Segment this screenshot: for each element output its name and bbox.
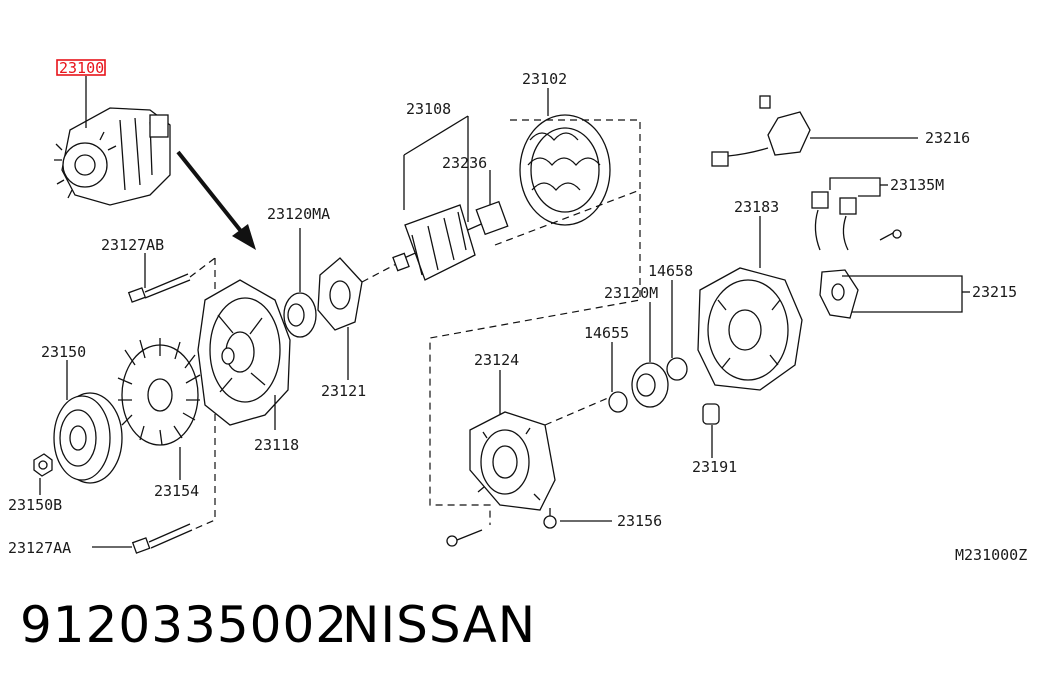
label-23135M[interactable]: 23135M: [890, 176, 944, 194]
label-23215[interactable]: 23215: [972, 283, 1017, 301]
alternator-assembly[interactable]: [54, 107, 171, 206]
label-14658[interactable]: 14658: [648, 262, 693, 280]
brand-name: NISSAN: [342, 596, 537, 654]
label-23183[interactable]: 23183: [734, 198, 779, 216]
label-23150B[interactable]: 23150B: [8, 496, 62, 514]
label-23121[interactable]: 23121: [321, 382, 366, 400]
retainer-plate-23121[interactable]: [317, 257, 363, 331]
figure-code: M231000Z: [955, 546, 1027, 564]
label-23127AA[interactable]: 23127AA: [8, 539, 71, 557]
bearing-23120M[interactable]: [631, 362, 669, 408]
rectifier-23124[interactable]: [469, 411, 556, 511]
label-14655[interactable]: 14655: [584, 324, 629, 342]
explode-arrowhead: [232, 224, 256, 250]
cap-14658[interactable]: [666, 357, 688, 381]
label-23124[interactable]: 23124: [474, 351, 519, 369]
label-23191[interactable]: 23191: [692, 458, 737, 476]
label-23154[interactable]: 23154: [154, 482, 199, 500]
part-number: 9120335002: [20, 596, 349, 654]
screw-23156[interactable]: [543, 508, 557, 529]
label-23118[interactable]: 23118: [254, 436, 299, 454]
bushing-23191[interactable]: [702, 403, 720, 425]
label-23102[interactable]: 23102: [522, 70, 567, 88]
through-bolt-23127AB[interactable]: [127, 257, 216, 303]
label-23120MA[interactable]: 23120MA: [267, 205, 330, 223]
screw-rectifier[interactable]: [446, 529, 483, 547]
brushes-23135M[interactable]: [811, 191, 857, 251]
bearing-23120MA[interactable]: [283, 292, 317, 338]
label-23150[interactable]: 23150: [41, 343, 86, 361]
explode-arrow: [176, 150, 250, 242]
nut-23150B[interactable]: [33, 453, 53, 477]
regulator-23215[interactable]: [819, 229, 902, 319]
label-23120M[interactable]: 23120M: [604, 284, 658, 302]
label-23100[interactable]: 23100: [59, 59, 104, 77]
label-23236[interactable]: 23236: [442, 154, 487, 172]
rear-housing-23183[interactable]: [697, 267, 803, 391]
pulley-23150[interactable]: [53, 392, 123, 484]
front-housing-23118[interactable]: [197, 279, 291, 426]
seal-14655[interactable]: [608, 391, 628, 413]
label-23127AB[interactable]: 23127AB: [101, 236, 164, 254]
through-bolt-23127AA[interactable]: [131, 523, 193, 554]
rotor-23108[interactable]: [392, 200, 509, 281]
stator-23102[interactable]: [519, 114, 611, 226]
label-23108[interactable]: 23108: [406, 100, 451, 118]
highlight-box: [56, 59, 106, 76]
fan-23154[interactable]: [117, 338, 201, 446]
label-23156[interactable]: 23156: [617, 512, 662, 530]
terminal-harness-23216[interactable]: [711, 95, 811, 167]
label-23216[interactable]: 23216: [925, 129, 970, 147]
